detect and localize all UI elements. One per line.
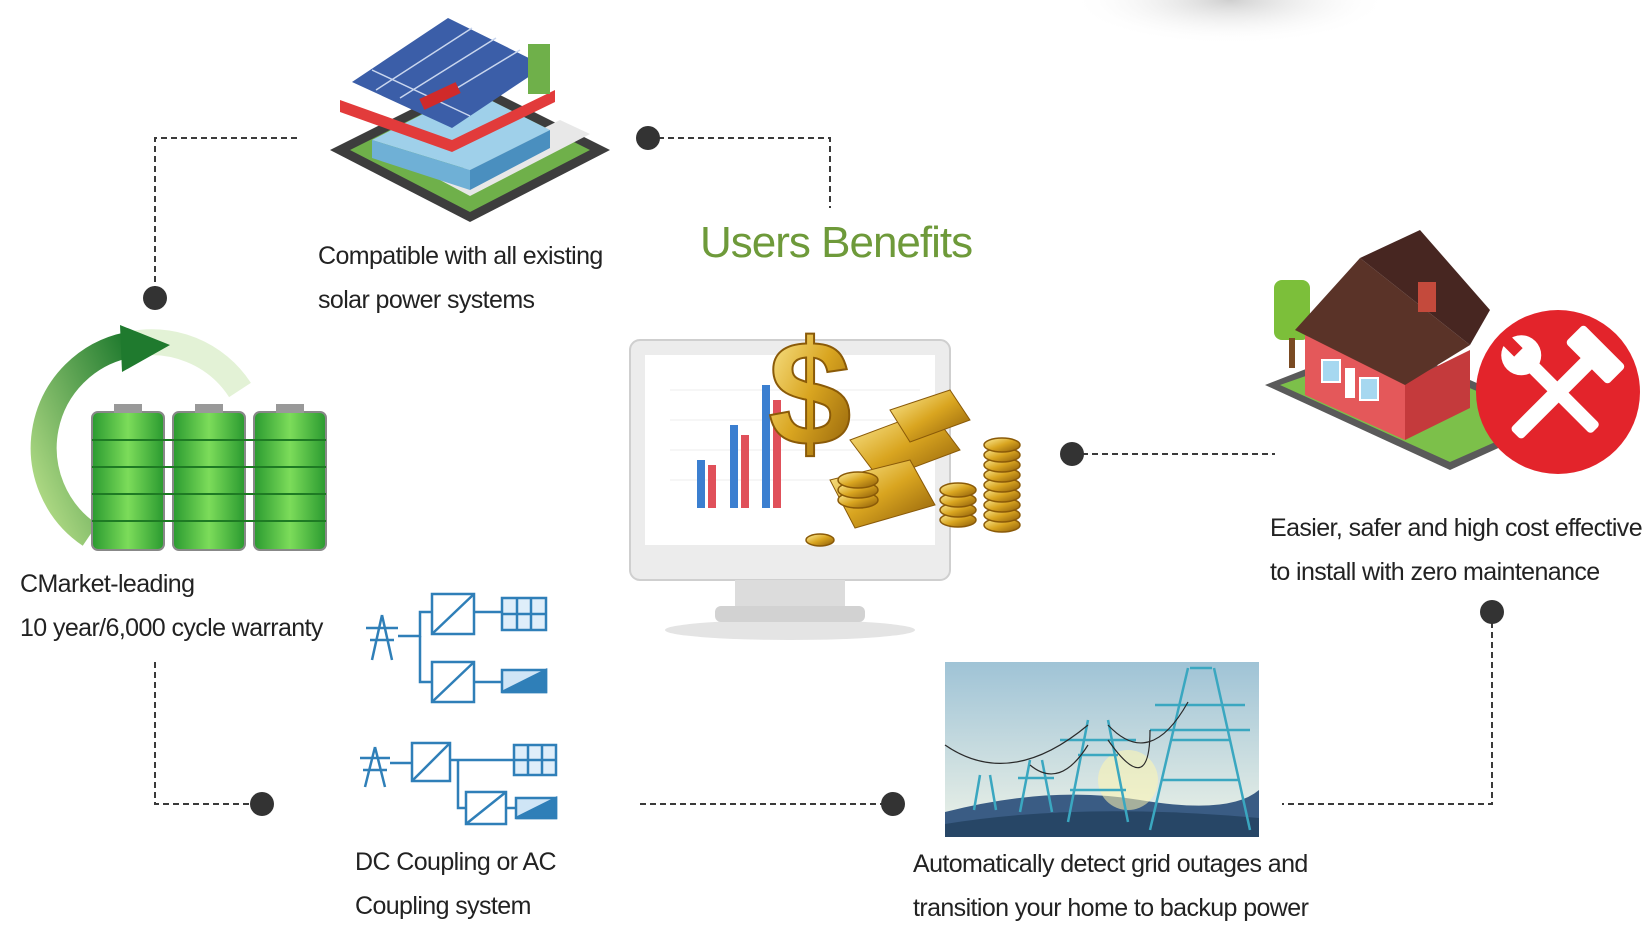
benefit-line: solar power systems xyxy=(318,286,535,314)
dot-center-right xyxy=(1060,442,1084,466)
top-shadow xyxy=(1070,0,1390,45)
dot-house-bottom xyxy=(1480,600,1504,624)
benefit-line: to install with zero maintenance xyxy=(1270,558,1600,586)
dot-battery-top xyxy=(143,286,167,310)
benefit-line: Easier, safer and high cost effective xyxy=(1270,514,1643,542)
house-tools-icon xyxy=(1265,230,1640,474)
benefit-line: Automatically detect grid outages and xyxy=(913,850,1308,878)
money-monitor-icon: $ xyxy=(629,308,1021,640)
benefit-line: DC Coupling or AC xyxy=(355,848,557,876)
dot-store-right xyxy=(636,126,660,150)
connector-battery-coupling xyxy=(154,662,262,805)
benefit-installation: Easier, safer and high cost effective to… xyxy=(1270,506,1643,594)
benefit-line: 10 year/6,000 cycle warranty xyxy=(20,614,323,642)
benefit-compatibility: Compatible with all existing solar power… xyxy=(318,234,603,322)
benefit-coupling: DC Coupling or AC Coupling system xyxy=(355,840,557,928)
dot-grid-left xyxy=(881,792,905,816)
benefit-line: transition your home to backup power xyxy=(913,894,1309,922)
battery-cycle-icon xyxy=(30,325,327,551)
power-grid-icon xyxy=(944,662,1259,837)
connector-dots xyxy=(143,126,1504,816)
connector-store-center xyxy=(648,137,831,208)
benefit-line: Coupling system xyxy=(355,892,531,920)
benefit-warranty: CMarket-leading 10 year/6,000 cycle warr… xyxy=(20,562,323,650)
page-title: Users Benefits xyxy=(700,218,973,267)
dot-coupling-left xyxy=(250,792,274,816)
coupling-diagram-icon xyxy=(360,592,558,826)
svg-text:$: $ xyxy=(768,309,851,477)
benefit-line: CMarket-leading xyxy=(20,570,195,598)
benefit-backup: Automatically detect grid outages and tr… xyxy=(913,842,1309,930)
connector-store-battery xyxy=(154,137,297,298)
benefit-line: Compatible with all existing xyxy=(318,242,603,270)
dashed-connectors xyxy=(154,137,1493,805)
solar-store-icon xyxy=(330,18,610,222)
connector-house-grid xyxy=(1282,612,1493,805)
